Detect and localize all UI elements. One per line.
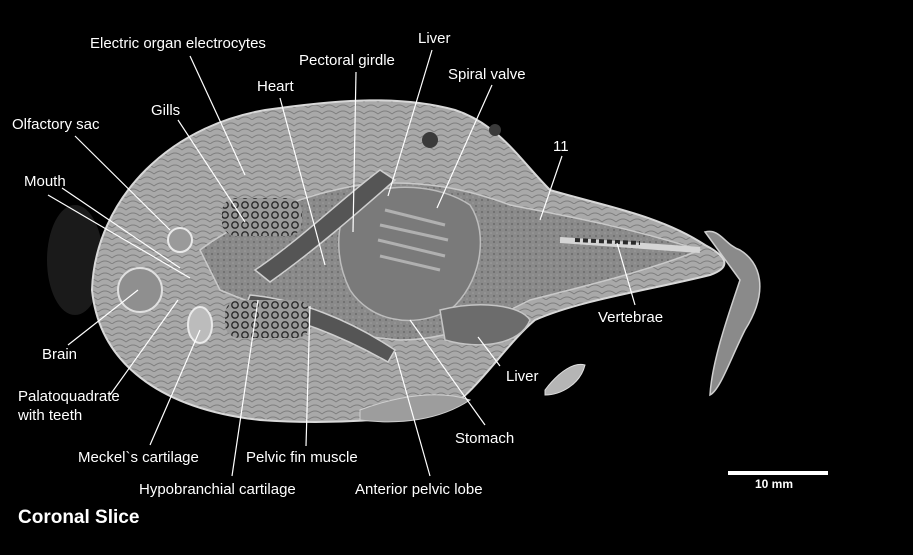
leader-liver-top [387, 49, 433, 197]
pectoral-muscle-upper [253, 169, 397, 283]
label-gills: Gills [151, 102, 181, 119]
leader-spiral-valve [436, 84, 493, 209]
leader-hypobranchial [231, 299, 259, 477]
label-vertebrae: Vertebrae [598, 309, 664, 326]
label-mouth: Mouth [24, 173, 66, 190]
figure-title: Coronal Slice [18, 507, 140, 528]
scale-bar [728, 471, 828, 475]
label-eleven: 11 [553, 138, 569, 155]
liver-lobe-lower [439, 304, 531, 346]
gills-upper [222, 198, 302, 236]
label-meckels: Meckel`s cartilage [78, 449, 199, 466]
pelvic-lobe [359, 394, 472, 423]
leader-vertebrae [616, 242, 636, 306]
label-electric-organ: Electric organ electrocytes [90, 35, 266, 52]
label-liver-bottom: Liver [506, 368, 539, 385]
leader-stomach [409, 319, 486, 426]
leader-liver-bottom [477, 336, 501, 367]
spiral-valve-folds [377, 208, 449, 272]
label-spiral-valve: Spiral valve [448, 66, 526, 83]
scale-bar-label: 10 mm [755, 477, 794, 491]
label-stomach: Stomach [455, 430, 515, 447]
leader-olfactory-sac [74, 135, 171, 231]
gills-lower [225, 300, 310, 338]
leader-brain [67, 289, 139, 346]
jaw-shape [187, 306, 213, 344]
leader-lines [47, 49, 636, 477]
label-brain: Brain [42, 346, 78, 363]
dorsal-spot [489, 124, 501, 136]
leader-pelvic-fin-muscle [305, 305, 311, 447]
label-anterior-pelvic-lobe: Anterior pelvic lobe [355, 481, 483, 498]
leader-mouth-1 [47, 194, 191, 279]
label-palatoquadrate: Palatoquadrate with teeth [18, 388, 120, 424]
leader-anterior-pelvic-lobe [394, 351, 431, 477]
dorsal-spot [422, 132, 438, 148]
leader-mouth-2 [61, 187, 181, 269]
leader-electric-organ [189, 55, 246, 176]
fin-fragment [544, 363, 586, 396]
leader-eleven [539, 155, 563, 221]
leader-pectoral-girdle [352, 71, 357, 233]
leader-heart [279, 97, 326, 266]
leader-palatoquadrate [109, 299, 179, 396]
label-olfactory-sac: Olfactory sac [12, 116, 100, 133]
tail-fin [703, 230, 761, 397]
olfactory-shape [167, 227, 193, 253]
brain-shape [117, 267, 163, 313]
vertebrae-row [574, 238, 641, 245]
label-pectoral-girdle: Pectoral girdle [299, 52, 395, 69]
label-pelvic-fin-muscle: Pelvic fin muscle [246, 449, 358, 466]
label-heart: Heart [257, 78, 294, 95]
label-liver-top: Liver [418, 30, 451, 47]
leader-meckels [149, 329, 201, 446]
label-hypobranchial: Hypobranchial cartilage [139, 481, 296, 498]
leader-gills [177, 119, 246, 223]
snout-shadow [47, 205, 103, 315]
